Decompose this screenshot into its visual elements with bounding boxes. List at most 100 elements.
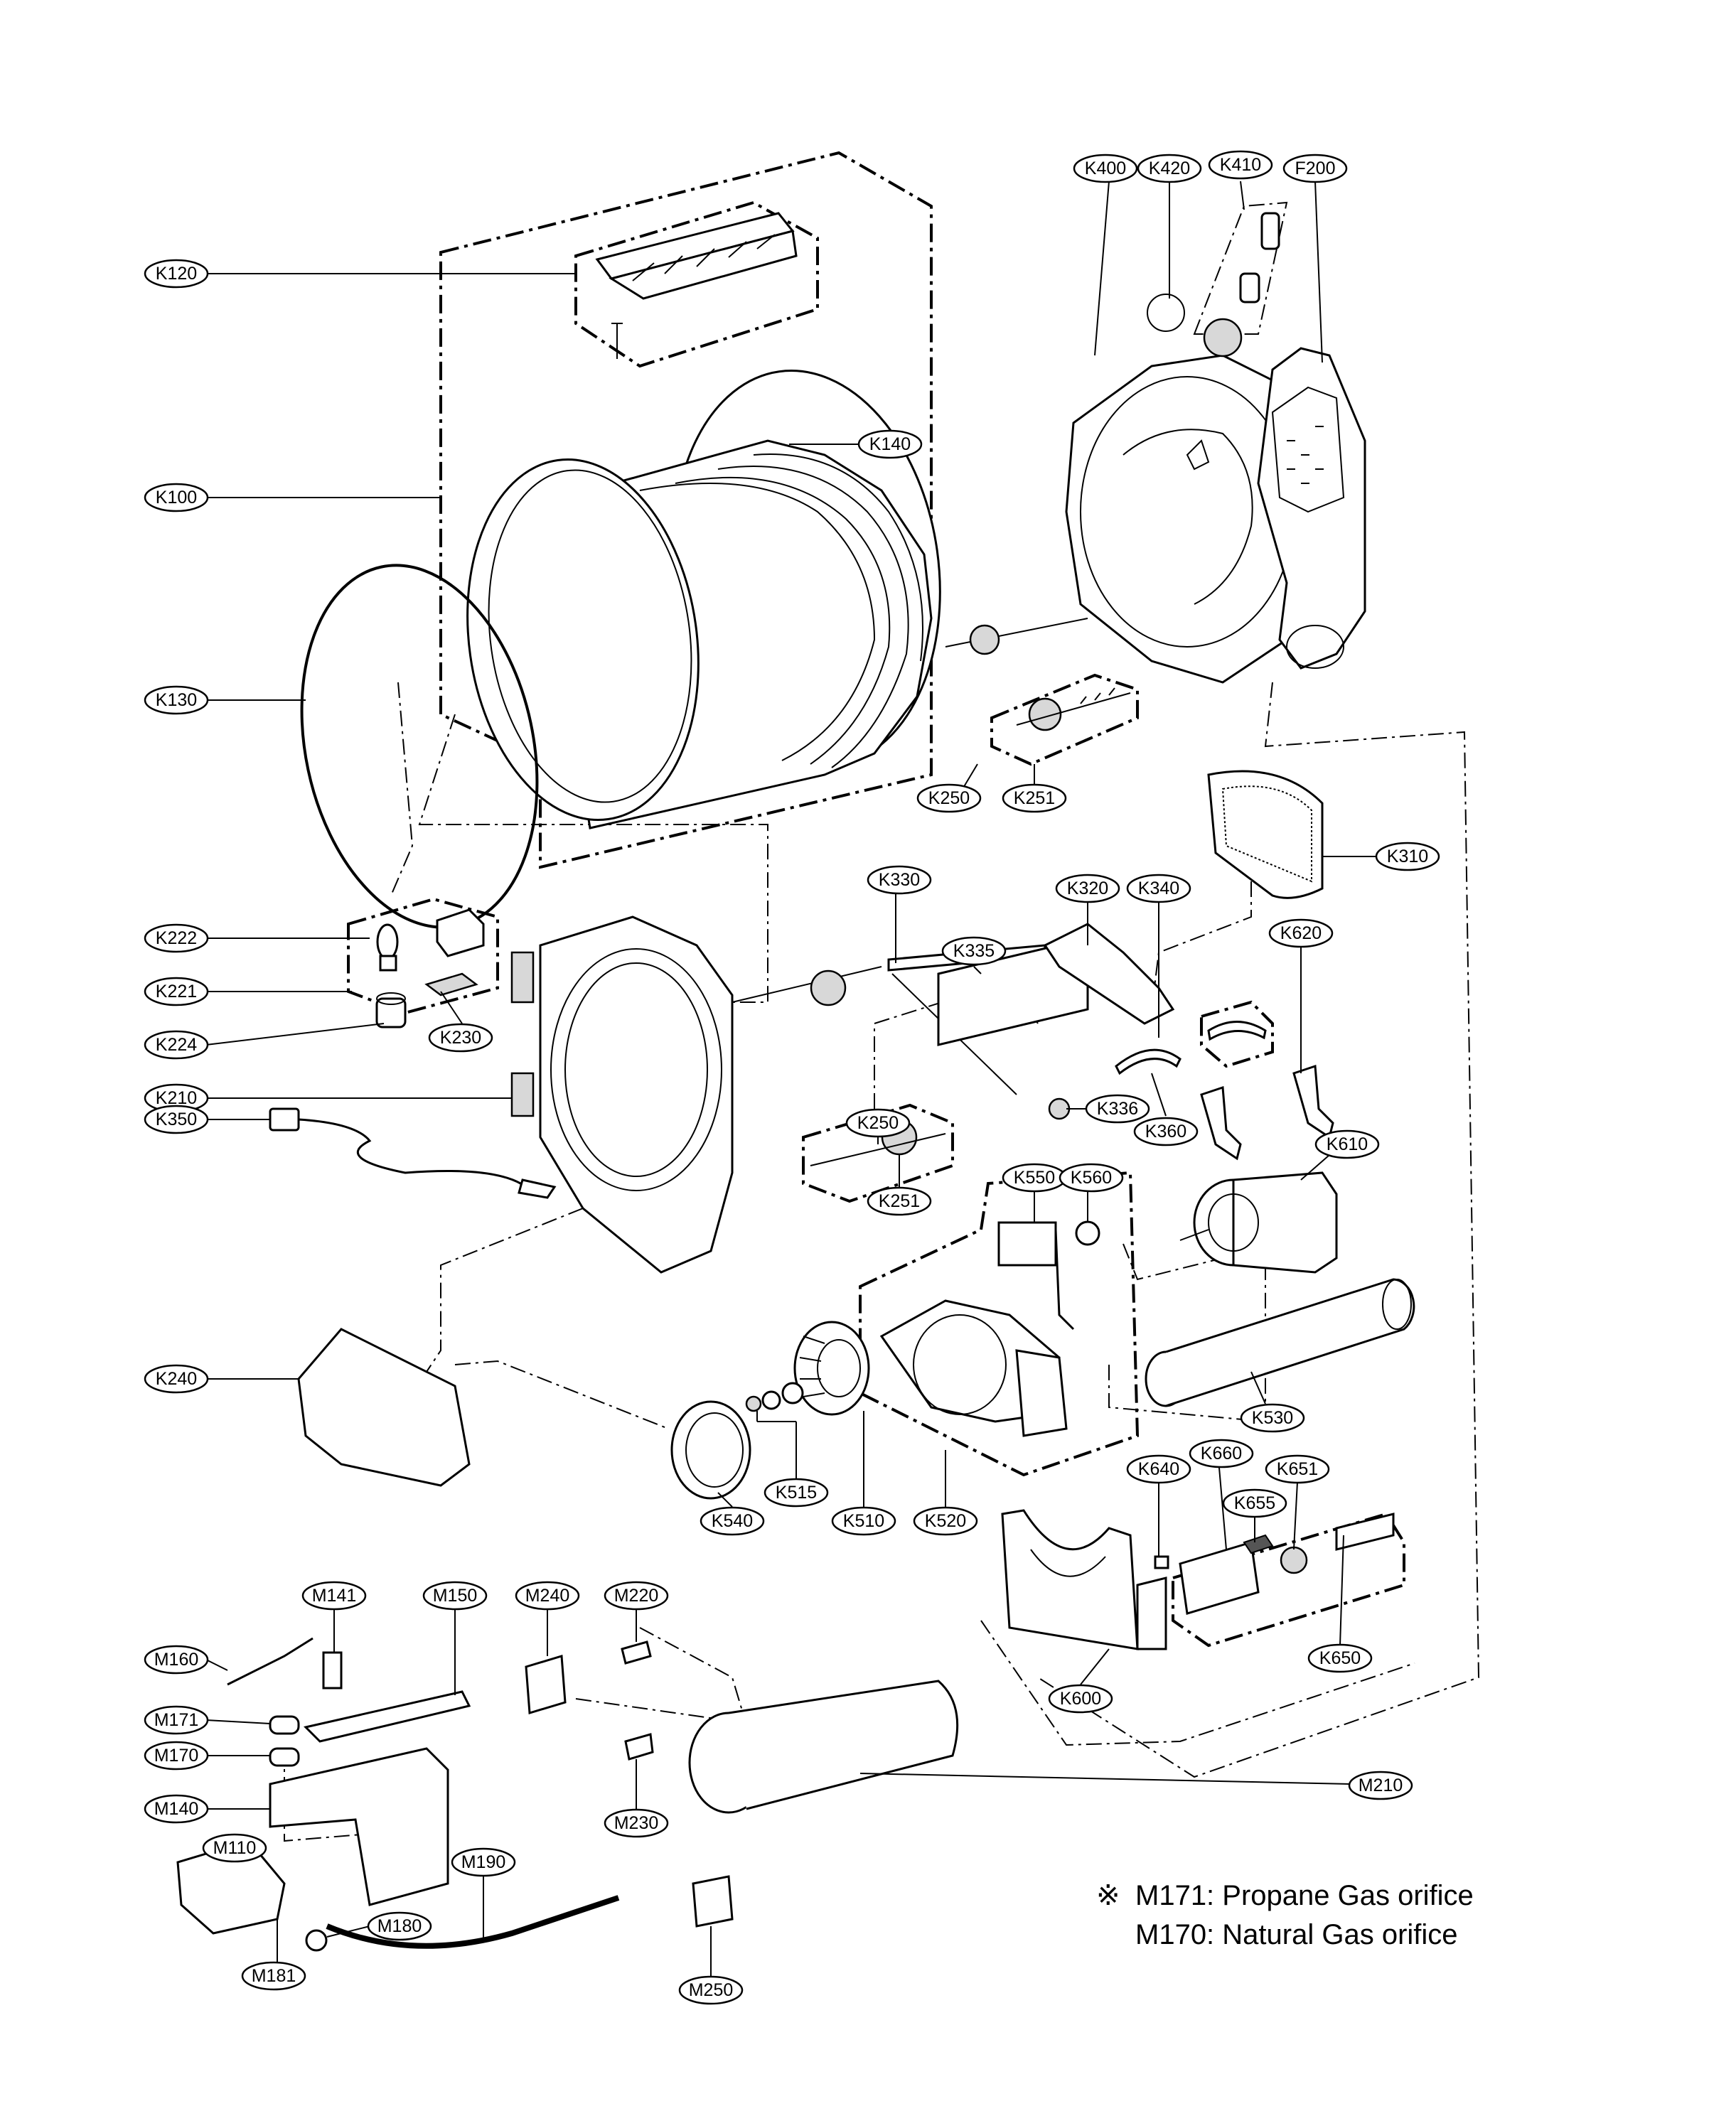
sensor-harness-part (269, 1107, 557, 1199)
callout-m170[interactable]: M170 (144, 1741, 209, 1771)
callout-m250[interactable]: M250 (678, 1975, 744, 2005)
svg-text:K330: K330 (879, 870, 920, 890)
blower-assembly-boundary (859, 1171, 1140, 1477)
callout-k240[interactable]: K240 (144, 1364, 209, 1394)
parts (176, 212, 1415, 1952)
svg-text:K251: K251 (879, 1191, 920, 1211)
m220-part (621, 1640, 652, 1665)
callout-k250-mid[interactable]: K250 (845, 1108, 911, 1138)
svg-text:K655: K655 (1234, 1493, 1275, 1513)
m141-part (322, 1651, 343, 1690)
callout-k360[interactable]: K360 (1133, 1117, 1199, 1146)
callout-k320[interactable]: K320 (1055, 874, 1120, 903)
callout-k340[interactable]: K340 (1126, 874, 1191, 903)
svg-text:K335: K335 (953, 941, 995, 961)
svg-text:K600: K600 (1060, 1689, 1101, 1709)
svg-text:K222: K222 (156, 928, 197, 948)
callout-f200[interactable]: F200 (1282, 154, 1348, 183)
callout-k120[interactable]: K120 (144, 259, 209, 289)
callout-m181[interactable]: M181 (241, 1961, 306, 1991)
callout-k530[interactable]: K530 (1240, 1403, 1305, 1433)
svg-text:K410: K410 (1220, 155, 1261, 175)
svg-text:K420: K420 (1149, 159, 1190, 178)
svg-text:K100: K100 (156, 488, 197, 507)
m140-part (269, 1747, 449, 1906)
k640-part (1154, 1555, 1169, 1569)
callout-m110[interactable]: M110 (202, 1833, 267, 1863)
callout-k550[interactable]: K550 (1002, 1163, 1067, 1193)
callout-k130[interactable]: K130 (144, 685, 209, 715)
callout-k230[interactable]: K230 (428, 1023, 493, 1053)
callout-k420[interactable]: K420 (1137, 154, 1202, 183)
lifter-assembly-boundary (574, 200, 819, 368)
callout-m160[interactable]: M160 (144, 1645, 209, 1675)
svg-text:K540: K540 (712, 1511, 753, 1531)
note-line-1: M171: Propane Gas orifice (1135, 1880, 1474, 1911)
callout-k224[interactable]: K224 (144, 1030, 209, 1060)
callout-k140[interactable]: K140 (857, 429, 923, 459)
k651-part (1280, 1546, 1308, 1574)
callout-k510[interactable]: K510 (831, 1506, 896, 1536)
svg-text:M170: M170 (154, 1746, 199, 1766)
callout-k400[interactable]: K400 (1073, 154, 1138, 183)
k250-top-boundary (990, 673, 1139, 766)
callout-k540[interactable]: K540 (700, 1506, 765, 1536)
lamp-part (376, 923, 399, 972)
note-symbol: ※ (1096, 1880, 1120, 1911)
callout-k251-top[interactable]: K251 (1002, 783, 1067, 813)
callout-k250-top[interactable]: K250 (916, 783, 982, 813)
callout-k660[interactable]: K660 (1189, 1439, 1254, 1468)
callout-k310[interactable]: K310 (1375, 842, 1440, 871)
k550-wire (1054, 1229, 1075, 1331)
callout-k650[interactable]: K650 (1307, 1643, 1373, 1673)
svg-text:K221: K221 (156, 982, 197, 1001)
callout-m150[interactable]: M150 (422, 1581, 488, 1611)
gas-line-part (326, 1895, 620, 1949)
svg-text:K120: K120 (156, 264, 197, 284)
connector-line-1 (418, 714, 768, 1003)
svg-text:K515: K515 (776, 1483, 817, 1503)
callout-m180[interactable]: M180 (367, 1911, 432, 1941)
callout-k222[interactable]: K222 (144, 923, 209, 953)
callout-m240[interactable]: M240 (515, 1581, 580, 1611)
svg-text:M220: M220 (614, 1586, 659, 1606)
callout-m140[interactable]: M140 (144, 1794, 209, 1824)
callout-m171[interactable]: M171 (144, 1705, 209, 1735)
callout-k640[interactable]: K640 (1126, 1454, 1191, 1484)
svg-text:M180: M180 (377, 1916, 422, 1936)
callout-k350[interactable]: K350 (144, 1105, 209, 1134)
callout-k410[interactable]: K410 (1208, 150, 1273, 180)
callout-k620[interactable]: K620 (1268, 918, 1334, 948)
callout-k221[interactable]: K221 (144, 977, 209, 1006)
lamp-cover-part (436, 908, 485, 957)
k650-boundary (1172, 1512, 1405, 1648)
callout-k515[interactable]: K515 (763, 1478, 829, 1508)
callout-m210[interactable]: M210 (1348, 1771, 1413, 1800)
callout-m230[interactable]: M230 (604, 1808, 669, 1838)
connector-line-3 (412, 1208, 584, 1394)
svg-text:M150: M150 (433, 1586, 478, 1606)
callout-k520[interactable]: K520 (913, 1506, 978, 1536)
callout-k651[interactable]: K651 (1265, 1454, 1330, 1484)
callout-m220[interactable]: M220 (604, 1581, 669, 1611)
svg-text:M230: M230 (614, 1813, 659, 1833)
callout-m141[interactable]: M141 (301, 1581, 367, 1611)
callout-k655[interactable]: K655 (1222, 1488, 1287, 1518)
callout-k100[interactable]: K100 (144, 483, 209, 512)
k250-mid-boundary (802, 1103, 954, 1203)
callout-k251-mid[interactable]: K251 (867, 1186, 932, 1216)
callout-k610[interactable]: K610 (1314, 1129, 1380, 1159)
roller-mid-part (732, 966, 946, 1166)
callout-k560[interactable]: K560 (1059, 1163, 1124, 1193)
callout-k335[interactable]: K335 (941, 936, 1007, 966)
callout-k600[interactable]: K600 (1048, 1684, 1113, 1714)
callout-k330[interactable]: K330 (867, 865, 932, 895)
svg-text:K360: K360 (1145, 1122, 1186, 1142)
drum-assembly-boundary (439, 151, 933, 869)
k340-part (1207, 1021, 1267, 1041)
callout-k336[interactable]: K336 (1085, 1094, 1150, 1124)
svg-text:K310: K310 (1387, 847, 1428, 866)
callout-m190[interactable]: M190 (451, 1847, 516, 1877)
callout-k210[interactable]: K210 (144, 1083, 209, 1113)
